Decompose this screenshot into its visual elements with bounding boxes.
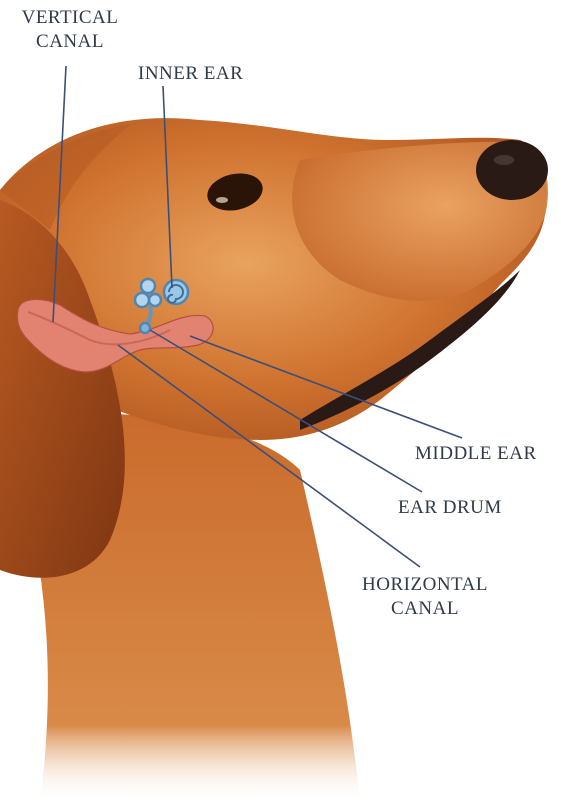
label-horizontal-canal-line1: HORIZONTAL — [345, 573, 505, 597]
label-ear-drum: EAR DRUM — [398, 496, 502, 520]
horizontal-canal-leader — [118, 345, 420, 567]
label-horizontal-canal-line2: CANAL — [345, 597, 505, 621]
label-middle-ear: MIDDLE EAR — [415, 442, 537, 466]
label-inner-ear: INNER EAR — [138, 62, 243, 86]
vertical-canal-leader — [53, 66, 66, 322]
label-vertical-canal: VERTICAL CANAL — [10, 6, 130, 54]
label-horizontal-canal: HORIZONTAL CANAL — [345, 573, 505, 621]
label-vertical-canal-line2: CANAL — [10, 30, 130, 54]
middle-ear-leader — [190, 336, 462, 438]
label-vertical-canal-line1: VERTICAL — [10, 6, 130, 30]
inner-ear-leader — [163, 86, 172, 288]
